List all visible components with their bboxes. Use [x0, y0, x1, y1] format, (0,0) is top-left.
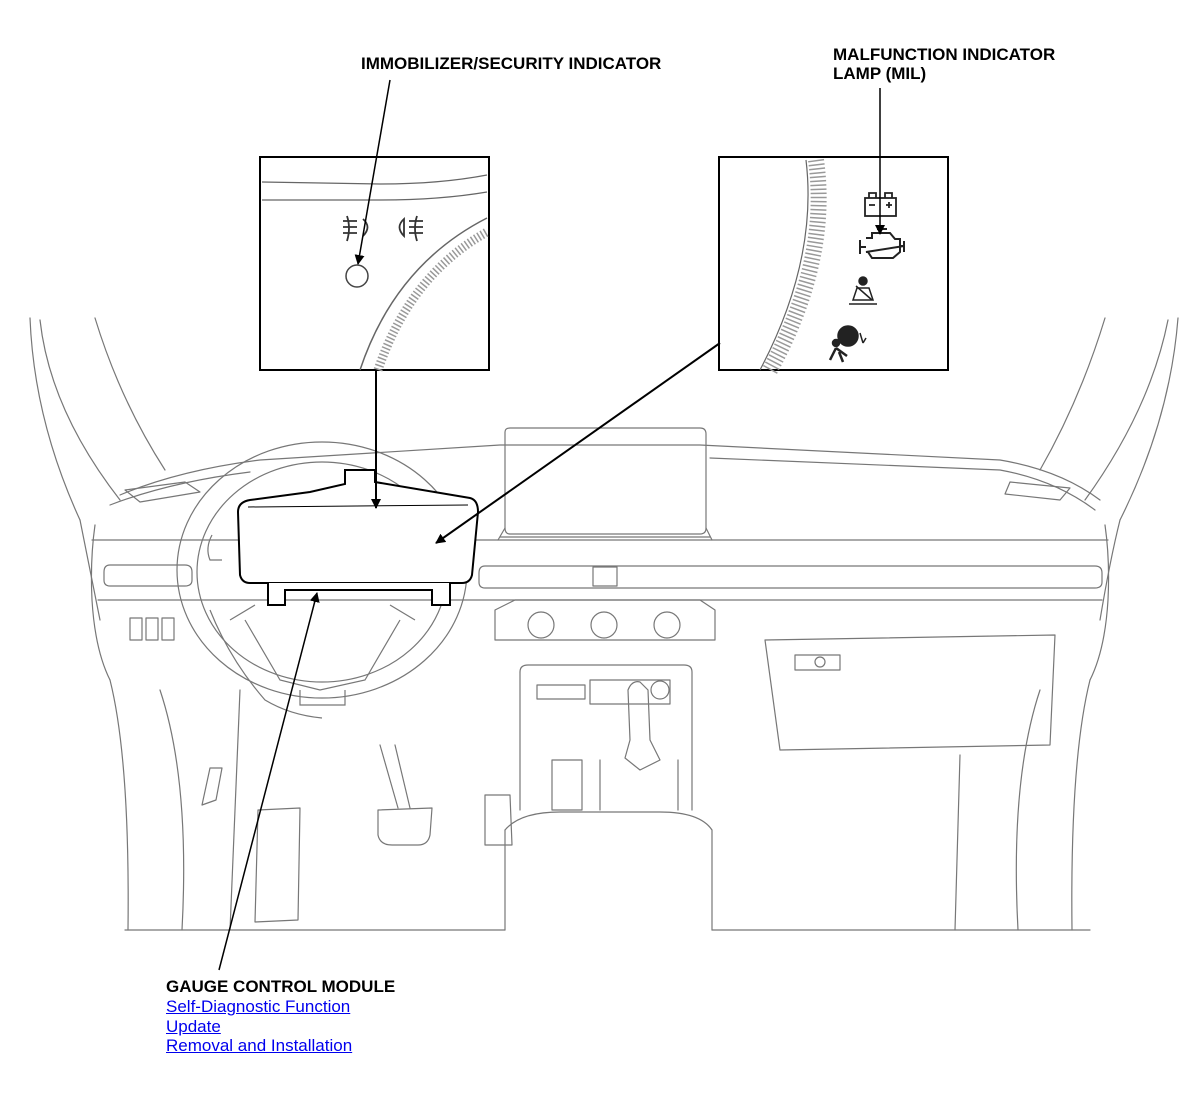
airbag-icon [828, 325, 867, 363]
link-self-diagnostic-function[interactable]: Self-Diagnostic Function [166, 997, 351, 1016]
link-removal-and-installation[interactable]: Removal and Installation [166, 1036, 353, 1055]
callout-gauge-module: GAUGE CONTROL MODULE [166, 977, 396, 996]
leader-lines [218, 79, 885, 971]
rear-fog-light-icon [343, 215, 369, 242]
gauge-module-links: Self-Diagnostic Function Update Removal … [166, 997, 352, 1056]
front-fog-light-icon [398, 215, 423, 242]
seatbelt-reminder-icon [849, 276, 877, 305]
gauge-control-module [236, 469, 480, 606]
callout-immobilizer: IMMOBILIZER/SECURITY INDICATOR [361, 54, 662, 73]
callout-mil-line1: MALFUNCTION INDICATOR [833, 45, 1056, 64]
leader-immobilizer [354, 79, 391, 265]
inset-immobilizer [259, 156, 490, 372]
leader-gauge-module [218, 592, 320, 971]
immobilizer-indicator-icon [345, 264, 369, 288]
callout-mil-line2: LAMP (MIL) [833, 64, 927, 83]
leader-right-inset [435, 342, 721, 544]
link-update[interactable]: Update [166, 1016, 221, 1036]
dashboard-drawing [29, 317, 1179, 931]
inset-mil [718, 156, 949, 374]
